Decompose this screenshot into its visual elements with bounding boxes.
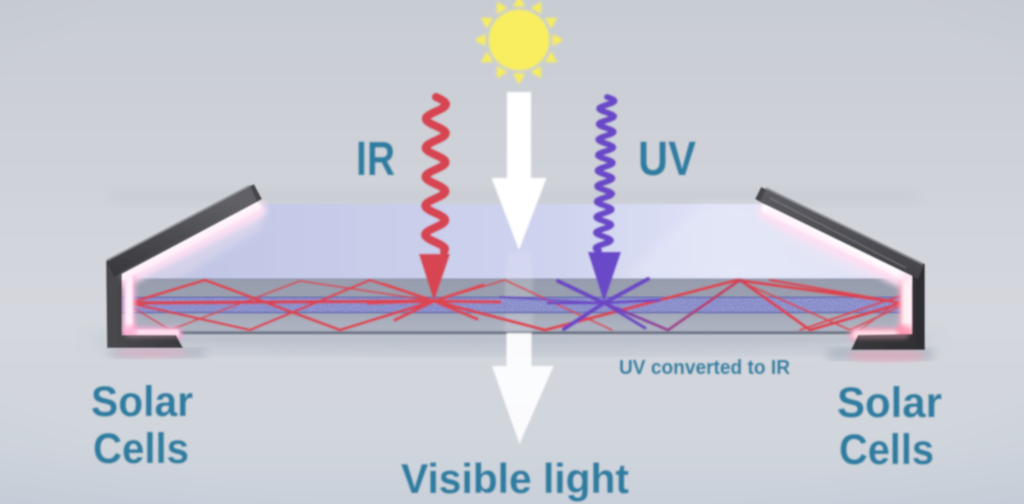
svg-text:Solar: Solar (91, 378, 193, 426)
svg-text:UV: UV (638, 133, 696, 186)
svg-text:IR: IR (356, 133, 395, 186)
svg-text:Visible light: Visible light (401, 455, 629, 502)
svg-text:Cells: Cells (839, 426, 934, 474)
svg-text:Solar: Solar (837, 379, 942, 427)
svg-text:Cells: Cells (93, 425, 189, 473)
svg-text:UV converted to IR: UV converted to IR (619, 357, 791, 379)
